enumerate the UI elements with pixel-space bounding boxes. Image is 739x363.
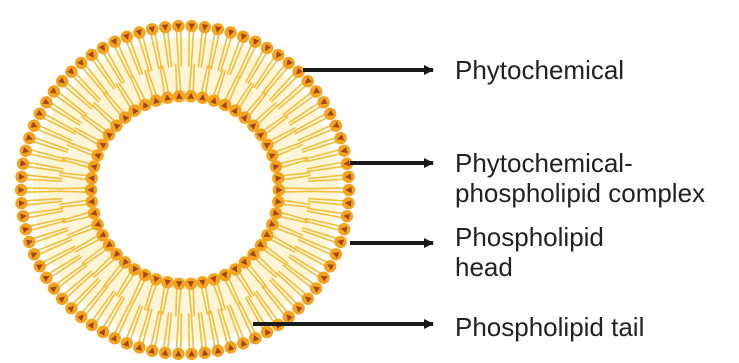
label-phospholipid-head: Phospholipid head: [455, 222, 604, 282]
label-complex-line-1: Phytochemical-: [455, 148, 705, 178]
label-head-line-2: head: [455, 252, 604, 282]
label-phytochemical-phospholipid-complex: Phytochemical- phospholipid complex: [455, 148, 705, 208]
label-head-line-1: Phospholipid: [455, 222, 604, 252]
label-tail-line-1: Phospholipid tail: [455, 312, 644, 342]
label-phospholipid-tail: Phospholipid tail: [455, 312, 644, 342]
label-phytochemical: Phytochemical: [455, 55, 624, 85]
outer-phospholipid-tail: [181, 314, 182, 354]
outer-phospholipid-tail: [181, 26, 182, 66]
outer-phospholipid-tail: [189, 314, 190, 354]
outer-phospholipid-tail: [189, 26, 190, 66]
inner-core: [97, 102, 273, 278]
label-phytochemical-line-1: Phytochemical: [455, 55, 624, 85]
label-complex-line-2: phospholipid complex: [455, 178, 705, 208]
